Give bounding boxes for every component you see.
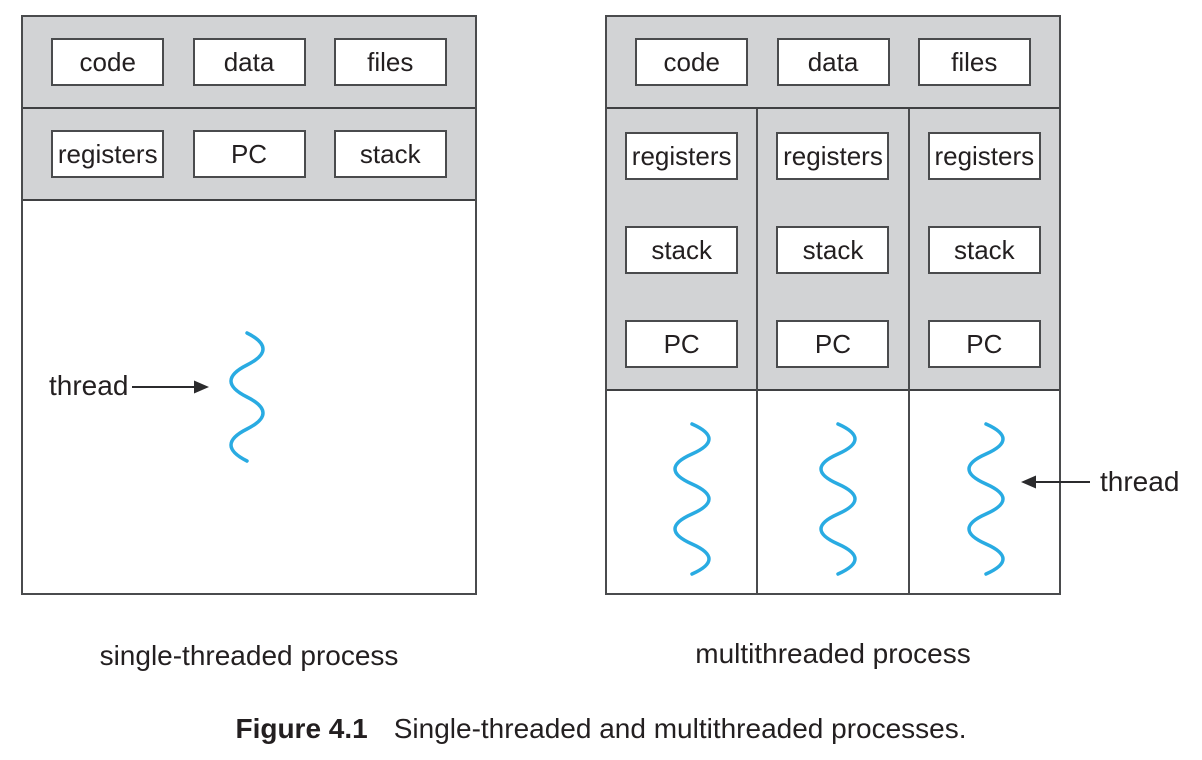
files-box: files [917, 38, 1031, 86]
thread-area [758, 391, 908, 593]
figure-caption: Figure 4.1 Single-threaded and multithrea… [0, 713, 1202, 745]
thread-column-2: registers stack PC [758, 109, 910, 593]
multithreaded-caption: multithreaded process [695, 638, 971, 669]
registers-box: registers [625, 132, 739, 180]
thread-columns: registers stack PC registers stack PC re… [607, 109, 1059, 593]
stack-box: stack [776, 226, 890, 274]
code-box: code [635, 38, 749, 86]
thread-label: thread [1100, 466, 1180, 497]
data-box: data [192, 38, 306, 86]
stack-box: stack [333, 130, 447, 178]
thread-label: thread [49, 370, 129, 401]
stack-box: stack [927, 226, 1041, 274]
thread-context-section: registers PC stack [23, 109, 475, 201]
thread-context-section: registers stack PC [758, 109, 908, 391]
thread-column-1: registers stack PC [607, 109, 759, 593]
shared-resources-section: code data files [23, 17, 475, 109]
thread-column-3: registers stack PC [909, 109, 1059, 593]
multithreaded-process-box: code data files registers stack PC regis… [605, 15, 1061, 595]
thread-area [909, 391, 1059, 593]
thread-area [607, 391, 757, 593]
registers-box: registers [927, 132, 1041, 180]
thread-context-section: registers stack PC [607, 109, 757, 391]
shared-resources-section: code data files [607, 17, 1059, 109]
single-threaded-process-box: code data files registers PC stack [21, 15, 477, 595]
stack-box: stack [625, 226, 739, 274]
pc-box: PC [927, 320, 1041, 368]
figure-caption-number: Figure 4.1 [235, 713, 368, 744]
registers-box: registers [51, 130, 165, 178]
code-box: code [51, 38, 165, 86]
figure-caption-text: Single-threaded and multithreaded proces… [393, 713, 967, 744]
pc-box: PC [192, 130, 306, 178]
thread-context-section: registers stack PC [909, 109, 1059, 391]
files-box: files [333, 38, 447, 86]
registers-box: registers [776, 132, 890, 180]
data-box: data [776, 38, 890, 86]
single-threaded-caption: single-threaded process [99, 640, 399, 671]
pc-box: PC [625, 320, 739, 368]
pc-box: PC [776, 320, 890, 368]
